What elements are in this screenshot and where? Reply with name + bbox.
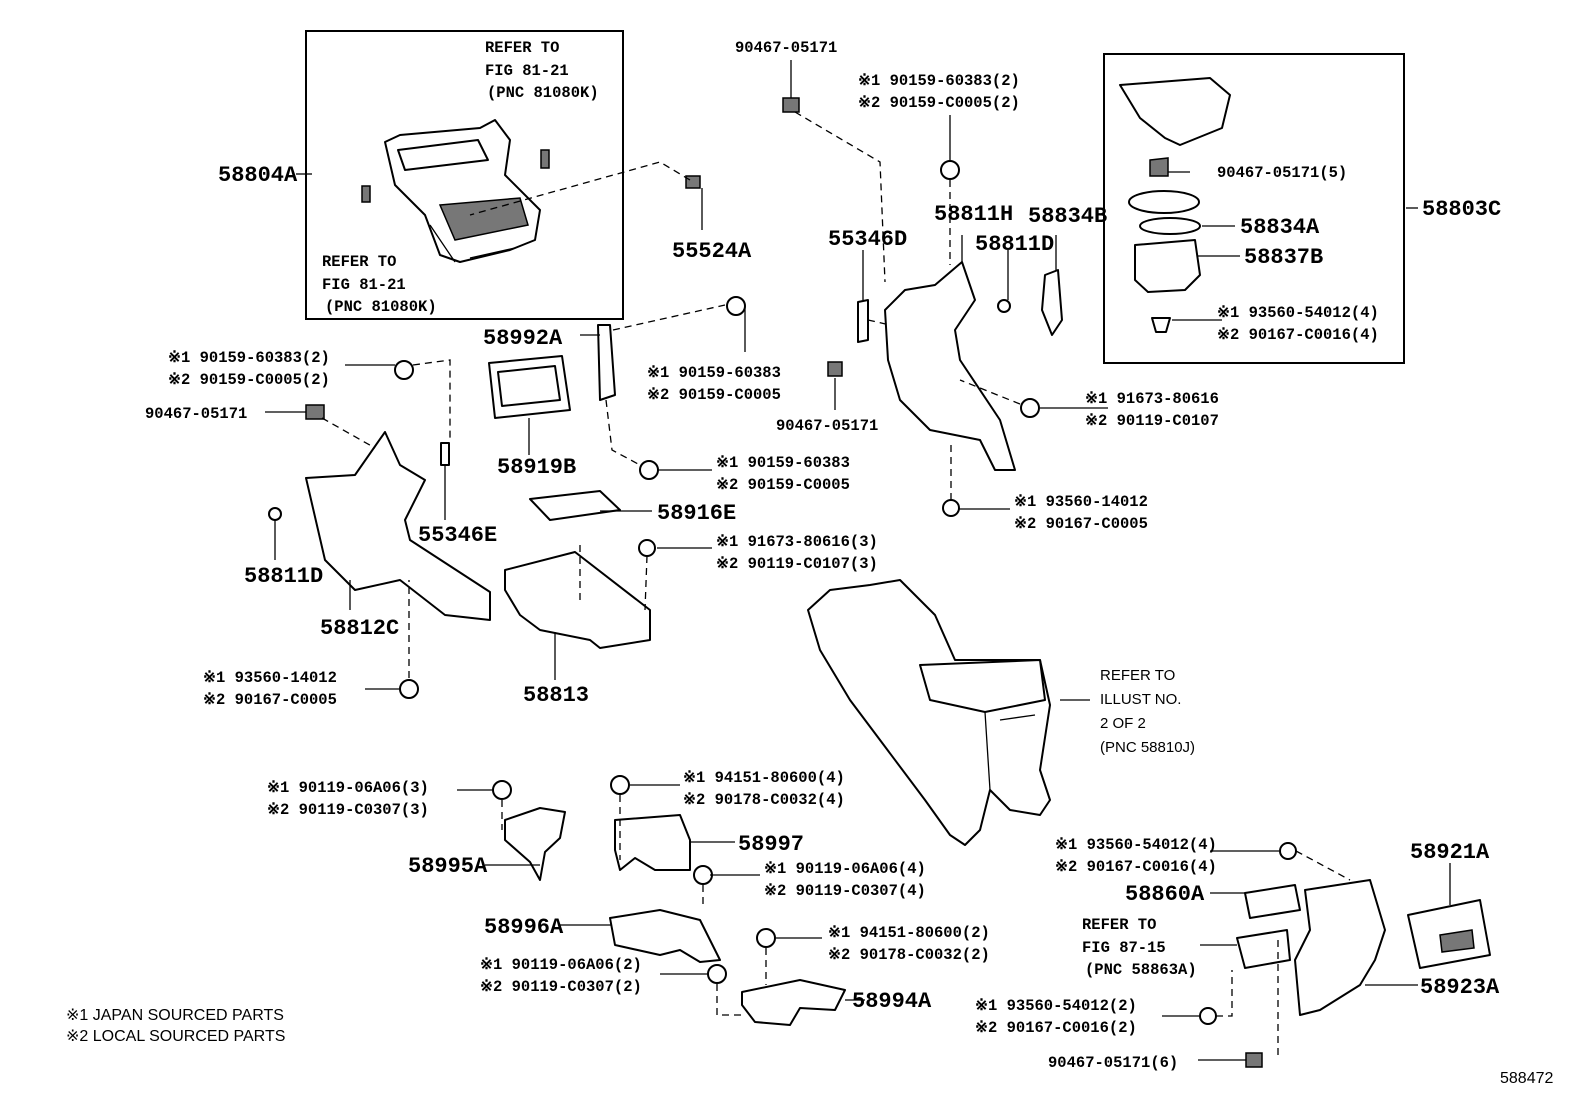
callout-6b: ※2 90159-C0005 bbox=[716, 476, 850, 494]
label-58812C: 58812C bbox=[320, 616, 399, 641]
label-58837B: 58837B bbox=[1244, 245, 1323, 270]
callout-3a: ※1 91673-80616 bbox=[1085, 390, 1219, 408]
label-90467-mid: 90467-05171 bbox=[776, 417, 878, 435]
main-console-body-drawing bbox=[807, 579, 1051, 846]
callout-7a: ※1 91673-80616(3) bbox=[716, 533, 878, 551]
inset-box-upper-panel bbox=[305, 30, 624, 320]
ref2-line2: FIG 81-21 bbox=[322, 276, 406, 294]
callout-14b: ※2 90119-C0307(2) bbox=[480, 978, 642, 996]
ref2-line1: REFER TO bbox=[322, 253, 396, 271]
rear-panel-group-drawing bbox=[1199, 842, 1491, 1068]
label-58994A: 58994A bbox=[852, 989, 932, 1014]
side-trim-right-drawing bbox=[827, 160, 1063, 517]
callout-10b: ※2 90119-C0307(3) bbox=[267, 801, 429, 819]
panel-58919B-drawing bbox=[488, 355, 571, 419]
fastener-callouts: ※1 90159-60383(2) ※2 90159-C0005(2) ※1 9… bbox=[168, 72, 1379, 1037]
callout-15a: ※1 93560-54012(4) bbox=[1055, 836, 1217, 854]
label-55346D: 55346D bbox=[828, 227, 907, 252]
ref1-line2: FIG 81-21 bbox=[485, 62, 569, 80]
label-58813: 58813 bbox=[523, 683, 589, 708]
label-58811H: 58811H bbox=[934, 202, 1013, 227]
label-58997: 58997 bbox=[738, 832, 804, 857]
part-labels: 58804A 55524A 90467-05171 58803C 58834A … bbox=[145, 39, 1501, 1072]
label-58804A: 58804A bbox=[218, 163, 298, 188]
label-58811D-left: 58811D bbox=[244, 564, 323, 589]
label-58923A: 58923A bbox=[1420, 975, 1500, 1000]
clip-90467-top-drawing bbox=[782, 97, 800, 113]
label-90467-top: 90467-05171 bbox=[735, 39, 837, 57]
callout-2a: ※1 93560-54012(4) bbox=[1217, 304, 1379, 322]
cup-holder-drawing bbox=[1119, 77, 1231, 333]
ref3-line3: 2 OF 2 bbox=[1100, 715, 1146, 732]
inset-box-cup-holder bbox=[1103, 53, 1405, 364]
label-58995A: 58995A bbox=[408, 854, 488, 879]
label-58996A: 58996A bbox=[484, 915, 564, 940]
ref4-line1: REFER TO bbox=[1082, 916, 1156, 934]
label-58811D-right: 58811D bbox=[975, 232, 1054, 257]
callout-2b: ※2 90167-C0016(4) bbox=[1217, 326, 1379, 344]
callout-3b: ※2 90119-C0107 bbox=[1085, 412, 1219, 430]
ref3-line2: ILLUST NO. bbox=[1100, 691, 1181, 708]
callout-13b: ※2 90178-C0032(2) bbox=[828, 946, 990, 964]
label-90467-6: 90467-05171(6) bbox=[1048, 1054, 1178, 1072]
clip-55524A-drawing bbox=[685, 175, 701, 189]
ref2-line3: (PNC 81080K) bbox=[325, 298, 437, 316]
label-58803C: 58803C bbox=[1422, 197, 1501, 222]
figure-id: 588472 bbox=[1500, 1070, 1553, 1087]
callout-11b: ※2 90178-C0032(4) bbox=[683, 791, 845, 809]
note-japan: ※1 JAPAN SOURCED PARTS bbox=[66, 1007, 284, 1024]
callout-6a: ※1 90159-60383 bbox=[716, 454, 850, 472]
callout-11a: ※1 94151-80600(4) bbox=[683, 769, 845, 787]
callout-4a: ※1 93560-14012 bbox=[1014, 493, 1148, 511]
ref3-line1: REFER TO bbox=[1100, 667, 1175, 684]
callout-8a: ※1 90159-60383(2) bbox=[168, 349, 330, 367]
label-58834A: 58834A bbox=[1240, 215, 1320, 240]
callout-9b: ※2 90167-C0005 bbox=[203, 691, 337, 709]
label-58921A: 58921A bbox=[1410, 840, 1490, 865]
callout-7b: ※2 90119-C0107(3) bbox=[716, 555, 878, 573]
label-58919B: 58919B bbox=[497, 455, 576, 480]
callout-8b: ※2 90159-C0005(2) bbox=[168, 371, 330, 389]
ref1-line1: REFER TO bbox=[485, 39, 559, 57]
label-90467-left: 90467-05171 bbox=[145, 405, 247, 423]
label-90467-5: 90467-05171(5) bbox=[1217, 164, 1347, 182]
callout-10a: ※1 90119-06A06(3) bbox=[267, 779, 429, 797]
label-55524A: 55524A bbox=[672, 239, 752, 264]
bracket-58992A-drawing bbox=[597, 296, 746, 480]
callout-15b: ※2 90167-C0016(4) bbox=[1055, 858, 1217, 876]
callout-1a: ※1 90159-60383(2) bbox=[858, 72, 1020, 90]
pad-58916E-drawing bbox=[529, 490, 621, 521]
side-trim-left-drawing bbox=[268, 360, 491, 699]
callout-12b: ※2 90119-C0307(4) bbox=[764, 882, 926, 900]
leader-lines bbox=[265, 60, 1451, 1061]
label-58860A: 58860A bbox=[1125, 882, 1205, 907]
callout-1b: ※2 90159-C0005(2) bbox=[858, 94, 1020, 112]
label-58834B: 58834B bbox=[1028, 204, 1107, 229]
ref4-line2: FIG 87-15 bbox=[1082, 939, 1166, 957]
tray-58813-drawing bbox=[504, 539, 656, 649]
callout-5b: ※2 90159-C0005 bbox=[647, 386, 781, 404]
callout-16a: ※1 93560-54012(2) bbox=[975, 997, 1137, 1015]
callout-14a: ※1 90119-06A06(2) bbox=[480, 956, 642, 974]
callout-5a: ※1 90159-60383 bbox=[647, 364, 781, 382]
callout-12a: ※1 90119-06A06(4) bbox=[764, 860, 926, 878]
label-58992A: 58992A bbox=[483, 326, 563, 351]
callout-16b: ※2 90167-C0016(2) bbox=[975, 1019, 1137, 1037]
label-58916E: 58916E bbox=[657, 501, 736, 526]
callout-4b: ※2 90167-C0005 bbox=[1014, 515, 1148, 533]
ref4-line3: (PNC 58863A) bbox=[1085, 961, 1197, 979]
legend-notes: ※1 JAPAN SOURCED PARTS ※2 LOCAL SOURCED … bbox=[66, 1007, 285, 1045]
upper-console-panel-drawing bbox=[361, 119, 550, 263]
label-55346E: 55346E bbox=[418, 523, 497, 548]
callout-9a: ※1 93560-14012 bbox=[203, 669, 337, 687]
ref3-line4: (PNC 58810J) bbox=[1100, 739, 1195, 756]
reference-notes: REFER TO FIG 81-21 (PNC 81080K) REFER TO… bbox=[322, 39, 1197, 979]
callout-13a: ※1 94151-80600(2) bbox=[828, 924, 990, 942]
ref1-line3: (PNC 81080K) bbox=[487, 84, 599, 102]
note-local: ※2 LOCAL SOURCED PARTS bbox=[66, 1028, 285, 1045]
